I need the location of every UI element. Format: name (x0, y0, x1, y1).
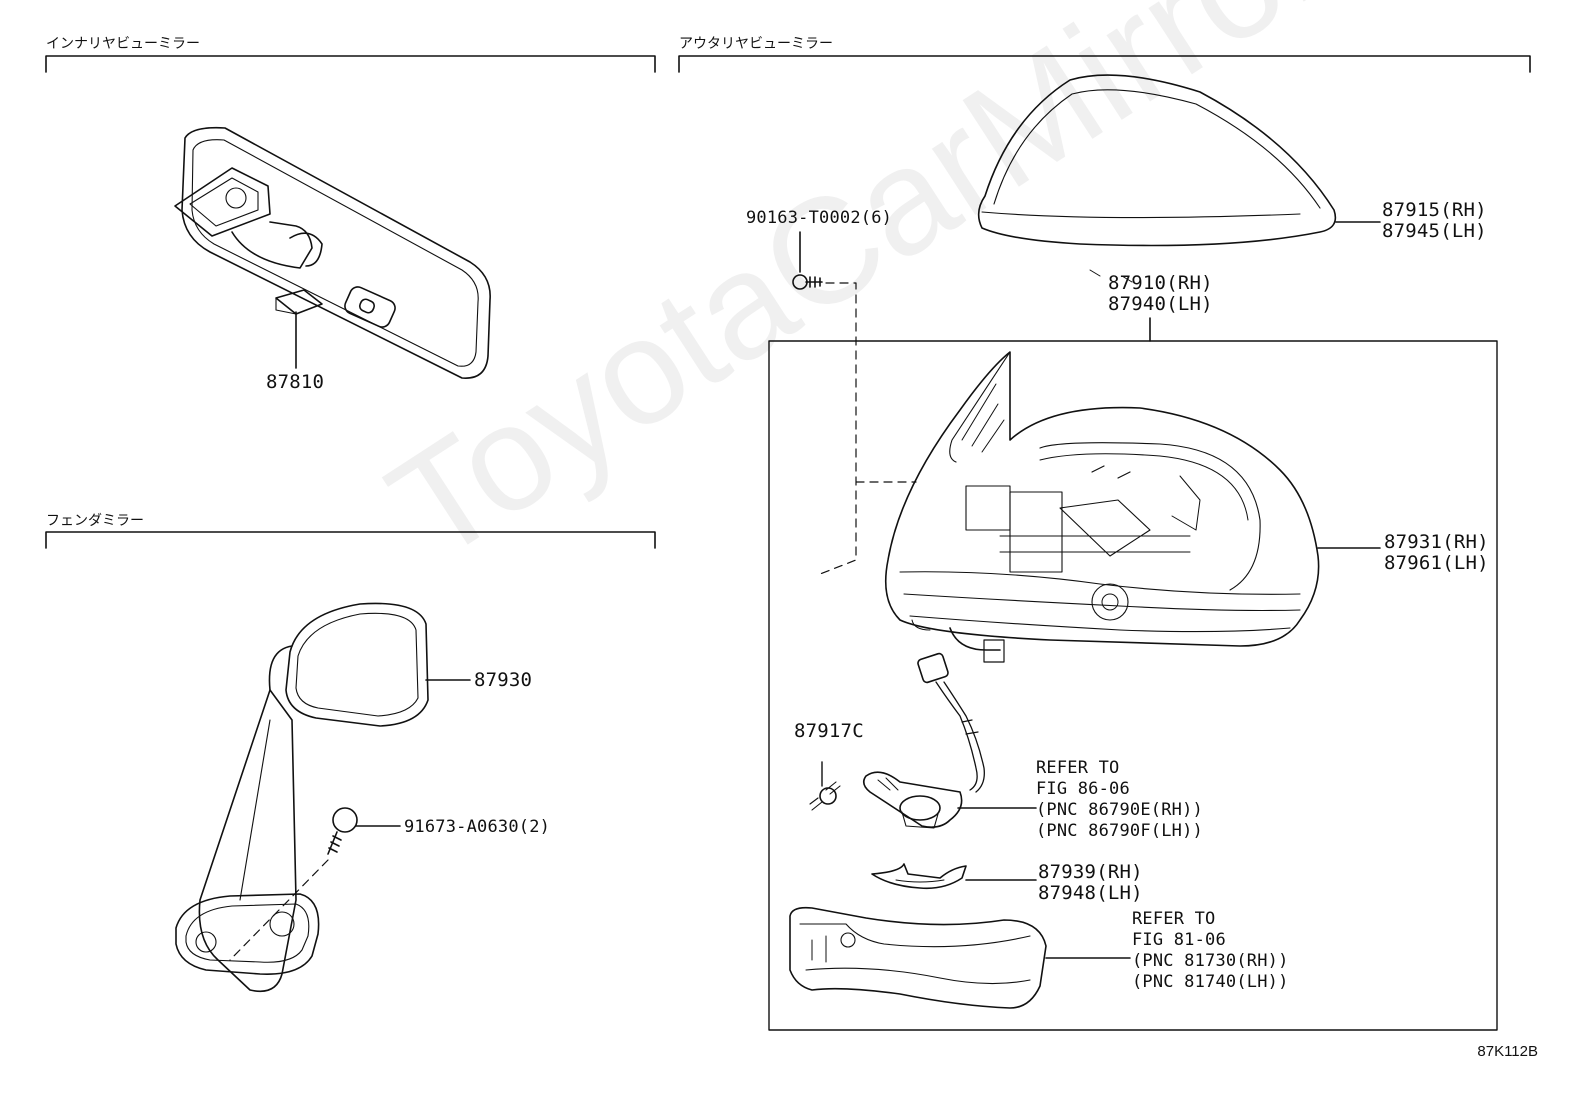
inner-mirror-drawing (174, 126, 491, 379)
label-87930: 87930 (474, 669, 533, 691)
section-bracket-inner (45, 55, 656, 73)
mirror-body-drawing (884, 269, 1320, 647)
label-ref-fig-81-06: REFER TO FIG 81-06 (PNC 81730(RH)) (PNC … (1132, 909, 1289, 992)
mirror-cover-drawing (977, 74, 1337, 247)
plate-87939-drawing (871, 863, 967, 890)
figure-id: 87K112B (1477, 1043, 1538, 1060)
label-87910: 87910(RH) 87940(LH) (1108, 272, 1213, 315)
fender-mirror-drawing (175, 602, 429, 993)
label-87915: 87915(RH) 87945(LH) (1382, 199, 1487, 242)
section-bracket-outer (678, 55, 1531, 73)
section-title-inner: インナリヤビューミラー (46, 36, 200, 52)
assembly-box (768, 340, 1498, 1031)
label-90163: 90163-T0002(6) (746, 208, 893, 228)
parts-diagram (45, 55, 1531, 1031)
label-87917c: 87917C (794, 720, 864, 742)
label-87931: 87931(RH) 87961(LH) (1384, 531, 1489, 574)
harness-drawing (862, 627, 1005, 829)
section-title-fender: フェンダミラー (46, 513, 144, 529)
section-title-outer: アウタリヤビューミラー (679, 36, 833, 52)
label-87939: 87939(RH) 87948(LH) (1038, 861, 1143, 904)
screw-90163-drawing (792, 274, 917, 575)
section-bracket-fender (45, 531, 656, 549)
label-87810: 87810 (266, 371, 325, 393)
turn-signal-drawing (789, 906, 1047, 1009)
label-ref-fig-86-06: REFER TO FIG 86-06 (PNC 86790E(RH)) (PNC… (1036, 758, 1203, 841)
screw-87917c-drawing (809, 761, 841, 811)
label-91673: 91673-A0630(2) (404, 817, 551, 837)
fender-screw-drawing (229, 807, 358, 961)
